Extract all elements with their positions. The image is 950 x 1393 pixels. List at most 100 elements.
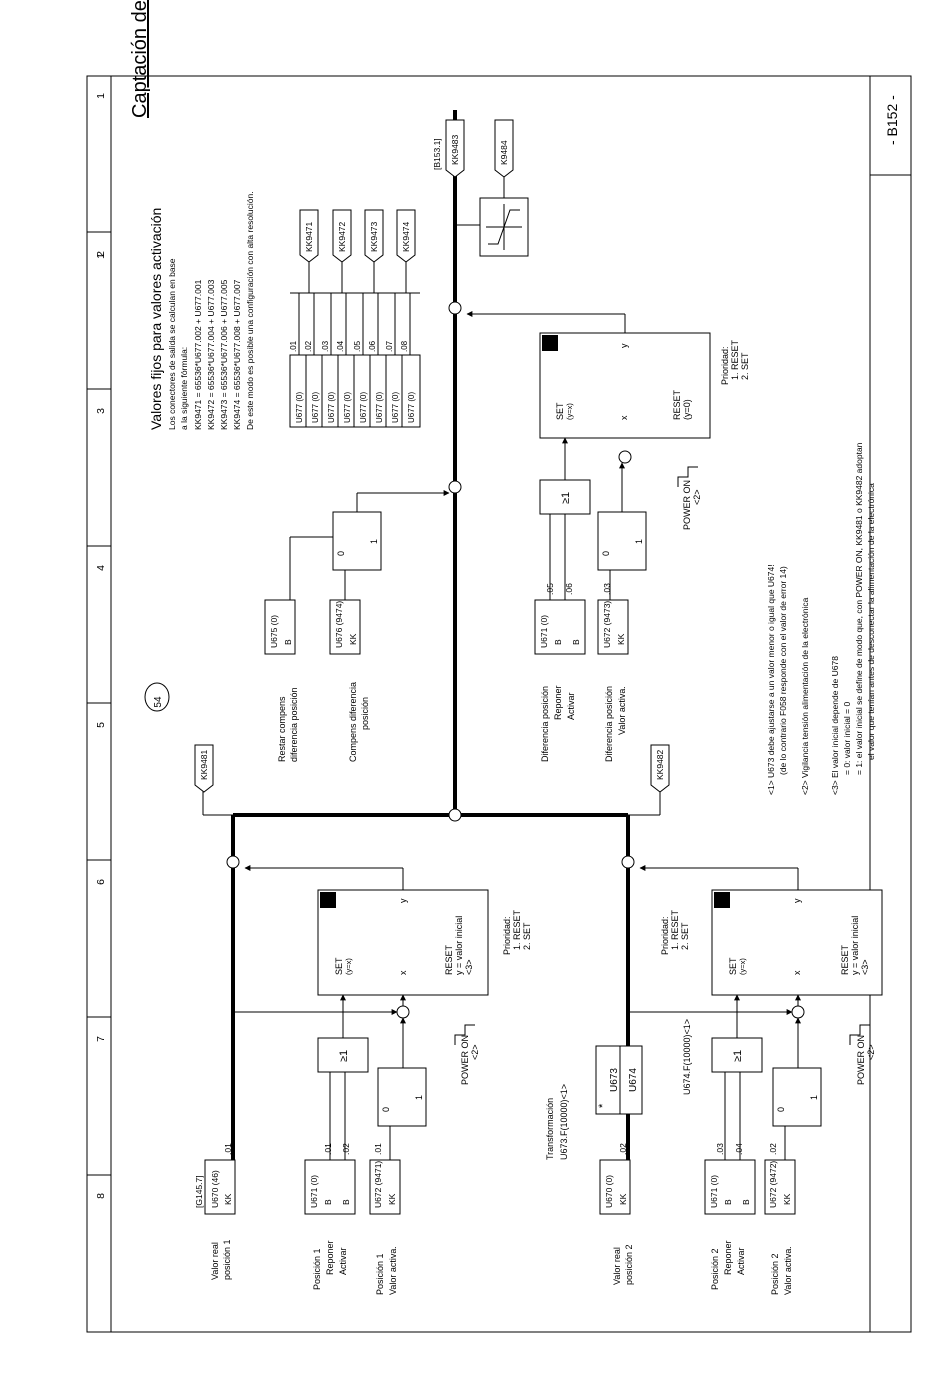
act2-label2-text: Valor activa. <box>783 1246 793 1295</box>
fixed-param-2: U677 (0) <box>311 392 320 423</box>
kk9473-label: KK9473 <box>369 221 379 252</box>
sum-pos2 <box>621 855 635 869</box>
switch-2-1: 1 <box>809 1095 819 1100</box>
switch-3-0: 0 <box>601 551 611 556</box>
note-1b: (de lo contrario F058 responde con el va… <box>778 566 788 775</box>
restar-type-label: B <box>283 639 293 645</box>
fixed-param-8: U677 (0) <box>407 392 416 423</box>
int1-power-on-ref: <2> <box>470 1044 480 1060</box>
int2-power-on: POWER ON <box>856 1035 866 1085</box>
pos1-label2-text: posición 1 <box>222 1239 232 1280</box>
grid-number-5: 5 <box>95 722 107 728</box>
int1-y: y <box>398 898 408 903</box>
grid-numbers: 1 <box>95 253 107 259</box>
or-gate-3-label: ≥1 <box>560 492 572 504</box>
act2-type-label: KK <box>782 1193 792 1205</box>
fixed-param-4: U677 (0) <box>343 392 352 423</box>
grid-number-4: 4 <box>95 565 107 571</box>
int2-set-sub: (y=x) <box>738 958 747 975</box>
reset2-type1-label: B <box>723 1199 733 1205</box>
grid-number-8: 8 <box>95 1193 107 1199</box>
kk9483-label: KK9483 <box>450 134 460 165</box>
sheet-title: Captación de posición/diferencia de posi… <box>129 0 151 118</box>
act2-param-label: U672 (9472) <box>768 1161 778 1208</box>
fixed-param-5: U677 (0) <box>359 392 368 423</box>
note-3d: el valor que tenían antes de desconectar… <box>866 483 876 760</box>
switch-comp <box>332 511 382 571</box>
act1-param-label: U672 (9471) <box>373 1161 383 1208</box>
int1-set-sub: (y=x) <box>344 958 353 975</box>
restar-param-label: U675 (0) <box>269 615 279 648</box>
int2-power-on-ref: <2> <box>866 1044 876 1060</box>
switch-2 <box>772 1067 822 1127</box>
compens-label1-text: Compens diferencia <box>348 682 358 762</box>
reset2-param-label: U671 (0) <box>709 1175 719 1208</box>
compens-param-label: U676 (9474) <box>334 601 344 648</box>
reset2-index2-label: .04 <box>734 1143 744 1155</box>
sum-diff <box>448 808 462 822</box>
reset1-param-label: U671 (0) <box>309 1175 319 1208</box>
diff-act-type-label: KK <box>616 633 626 645</box>
switch-comp-0: 0 <box>336 551 346 556</box>
integrator-2-box <box>711 889 883 996</box>
int2-reset-sub1: y = valor inicial <box>850 916 860 975</box>
grid-number-row: 1 2 3 4 5 6 7 8 <box>95 93 107 1199</box>
transform-formula-2: U674.F(10000)<1> <box>682 1019 692 1095</box>
diff-reset-index1-label: .05 <box>545 583 555 595</box>
reset2-label3-text: Activar <box>736 1247 746 1275</box>
int1-prio2: 2. SET <box>522 922 532 950</box>
fixed-values-note: De este modo es posible una configuració… <box>245 191 255 430</box>
fixed-index-5: .05 <box>353 340 362 352</box>
int3-prio-title: Prioridad: <box>720 346 730 385</box>
switch-1-1: 1 <box>414 1095 424 1100</box>
reset1-label1-text: Posición 1 <box>312 1248 322 1290</box>
or-gate-2-label: ≥1 <box>732 1050 744 1062</box>
int2-reset-sub2: <3> <box>860 959 870 975</box>
grid-number-3: 3 <box>95 408 107 414</box>
int3-reset-sub: (y=0) <box>682 399 692 420</box>
note-3b: = 0: valor inicial = 0 <box>842 701 852 775</box>
fixed-index-7: .07 <box>385 340 394 352</box>
int2-y: y <box>792 898 802 903</box>
note-2: <2> Vigilancia tensión alimentación de l… <box>800 597 810 795</box>
switch-2-0: 0 <box>776 1107 786 1112</box>
int1-x: x <box>398 970 408 975</box>
fixed-param-3: U677 (0) <box>327 392 336 423</box>
int3-prio1: 1. RESET <box>730 339 740 380</box>
diff-act-label1-text: Diferencia posición <box>604 686 614 762</box>
sum-int2 <box>791 1005 805 1019</box>
diff-reset-index2-label: .06 <box>564 583 574 595</box>
switch-1-0: 0 <box>381 1107 391 1112</box>
kk9481-label: KK9481 <box>199 749 209 780</box>
reset2-label1-text: Posición 2 <box>710 1248 720 1290</box>
reset1-label2-text: Reponer <box>325 1240 335 1275</box>
fixed-index-4: .04 <box>336 340 345 352</box>
int2-set-label: SET <box>728 957 738 975</box>
fixed-values-table <box>289 354 421 428</box>
switch-1 <box>377 1067 427 1127</box>
transform-title: Transformación <box>545 1098 555 1160</box>
fixed-index-2: .02 <box>304 340 313 352</box>
diff-reset-label1-text: Diferencia posición <box>540 686 550 762</box>
grid-number: 1 <box>95 253 107 259</box>
sum-pos1 <box>226 855 240 869</box>
int2-prio1: 1. RESET <box>670 909 680 950</box>
act1-label1-text: Posición 1 <box>375 1253 385 1295</box>
int1-set-label: SET <box>334 957 344 975</box>
int2-prio-title: Prioridad: <box>660 916 670 955</box>
pos1-param-label: U670 (46) <box>210 1170 220 1208</box>
compens-type-label: KK <box>348 633 358 645</box>
pos2-label2-text: posición 2 <box>624 1244 634 1285</box>
switch-3 <box>597 511 647 571</box>
compens-label2-text: posición <box>360 697 370 730</box>
note-3a: <3> El valor inicial depende de U678 <box>830 656 840 795</box>
k9484-label: K9484 <box>499 140 509 165</box>
grid-number-1: 1 <box>95 93 107 99</box>
kk9474-label: KK9474 <box>401 221 411 252</box>
int1-reset: RESET <box>444 944 454 975</box>
sum-comp <box>448 480 462 494</box>
